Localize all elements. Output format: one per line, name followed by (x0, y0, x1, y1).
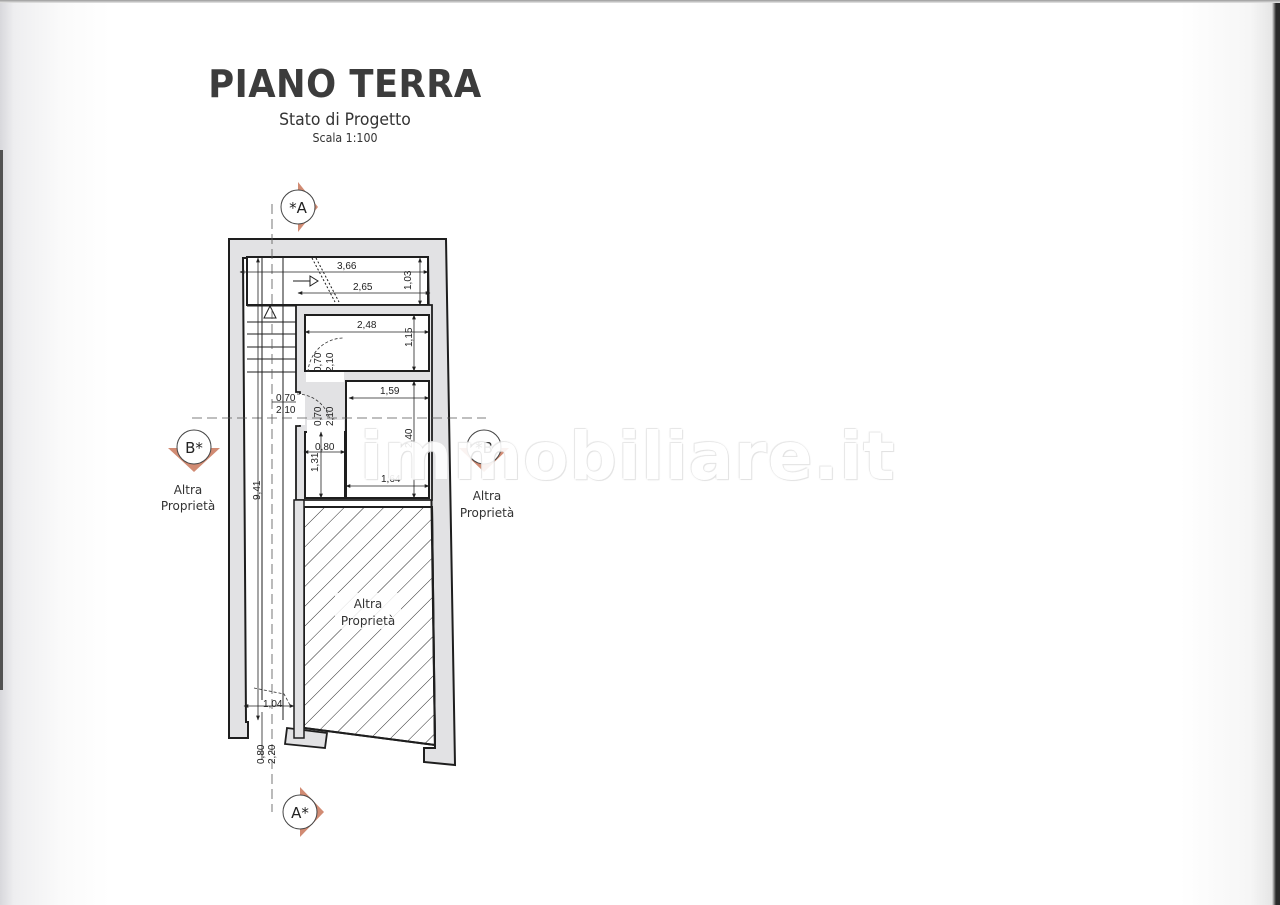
dim-wc-width: 0,80 (315, 442, 335, 453)
section-lines (192, 204, 486, 812)
scan-top-edge (0, 0, 1280, 3)
dim-room3-width-bottom: 1,64 (381, 474, 401, 485)
hatched-area-label-2: Proprietà (341, 614, 395, 628)
title-block: PIANO TERRA Stato di Progetto Scala 1:10… (180, 58, 510, 146)
door-swings (253, 337, 345, 706)
right-neighbor-label-2: Proprietà (460, 506, 514, 520)
dim-corridor-door-height: 2,10 (276, 405, 296, 416)
scan-left-edge (0, 150, 3, 690)
section-marker-bottom-label: A* (291, 804, 309, 822)
left-neighbor-label-2: Proprietà (161, 499, 215, 513)
stairs (247, 257, 340, 720)
dim-door1-height: 2,10 (325, 352, 336, 372)
section-marker-right: *B (459, 429, 509, 472)
dim-door2-width: 0,70 (313, 406, 324, 426)
dim-door2-height: 2,10 (325, 406, 336, 426)
section-marker-right-label: *B (475, 439, 493, 457)
dim-room3-height: 2,40 (404, 428, 415, 448)
left-neighbor-label-1: Altra (174, 483, 203, 497)
section-marker-top: *A (280, 182, 318, 232)
dim-door1-width: 0,70 (313, 352, 324, 372)
dim-wc-height: 1,31 (310, 452, 321, 472)
right-neighbor-label-1: Altra (473, 489, 502, 503)
dim-top-room-height: 1,03 (403, 270, 414, 290)
section-marker-left-label: B* (185, 439, 203, 457)
dim-entrance-door-height: 2,20 (267, 744, 278, 764)
section-marker-left: B* (168, 429, 220, 472)
section-marker-bottom: A* (282, 787, 324, 837)
dimension-labels: 3,66 2,65 1,03 2,48 1,15 0,70 2,10 0,70 … (252, 261, 415, 764)
dim-top-room-outer: 3,66 (337, 261, 357, 272)
dim-room3-width-top: 1,59 (380, 386, 400, 397)
dim-entrance-door-width: 0,80 (256, 744, 267, 764)
plan-title: PIANO TERRA (208, 62, 482, 106)
hatched-area-label-1: Altra (354, 597, 383, 611)
dim-entrance-width: 1,04 (263, 699, 283, 710)
dim-room2-height: 1,15 (404, 327, 415, 347)
section-marker-top-label: *A (289, 199, 308, 217)
dim-room2-width: 2,48 (357, 320, 377, 331)
dim-corridor-door-width: 0,70 (276, 393, 296, 404)
plan-scale: Scala 1:100 (312, 131, 378, 145)
dim-top-room-inner: 2,65 (353, 282, 373, 293)
dimension-lines (239, 257, 431, 760)
plan-subtitle: Stato di Progetto (279, 110, 411, 130)
dim-corridor-length: 9,41 (252, 480, 263, 500)
area-labels: Altra Proprietà Altra Proprietà Altra Pr… (161, 483, 514, 629)
